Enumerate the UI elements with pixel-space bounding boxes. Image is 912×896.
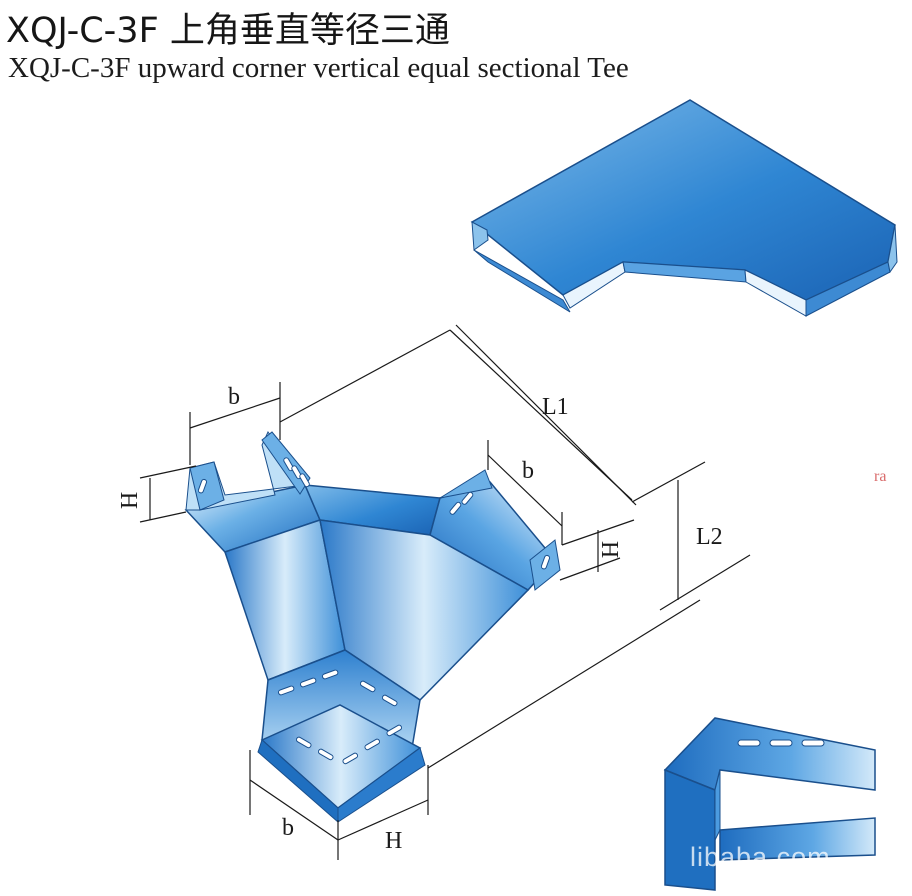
page-title: XQJ-C-3F 上角垂直等径三通 <box>6 11 450 51</box>
dim-H-right: H <box>596 540 623 559</box>
tee-fitting-icon <box>184 430 561 824</box>
dim-H-left: H <box>117 491 144 510</box>
dimension-lines <box>139 324 751 860</box>
channel-section-icon <box>663 717 876 891</box>
dim-b-bottom: b <box>282 815 294 841</box>
watermark: libaba.com <box>690 842 831 872</box>
dim-b-top-left: b <box>228 384 240 410</box>
page-subtitle: XQJ-C-3F upward corner vertical equal se… <box>8 52 629 84</box>
dim-b-top-right: b <box>522 458 534 484</box>
dim-H-bottom: H <box>385 828 403 854</box>
dim-L2: L2 <box>696 524 723 550</box>
cover-plate-icon <box>470 99 898 317</box>
stray-mark: ra <box>874 468 887 485</box>
dim-L1: L1 <box>542 394 569 420</box>
